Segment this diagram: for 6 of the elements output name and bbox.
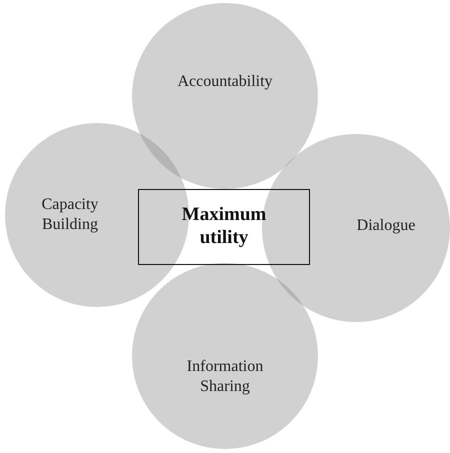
center-box xyxy=(138,189,310,265)
circle-label: Dialogue xyxy=(356,216,416,236)
circle-label: Accountability xyxy=(176,72,274,92)
circle-label: Capacity Building xyxy=(40,195,100,235)
center-label: Maximum utility xyxy=(180,204,268,250)
circle-label: Information Sharing xyxy=(186,357,264,397)
